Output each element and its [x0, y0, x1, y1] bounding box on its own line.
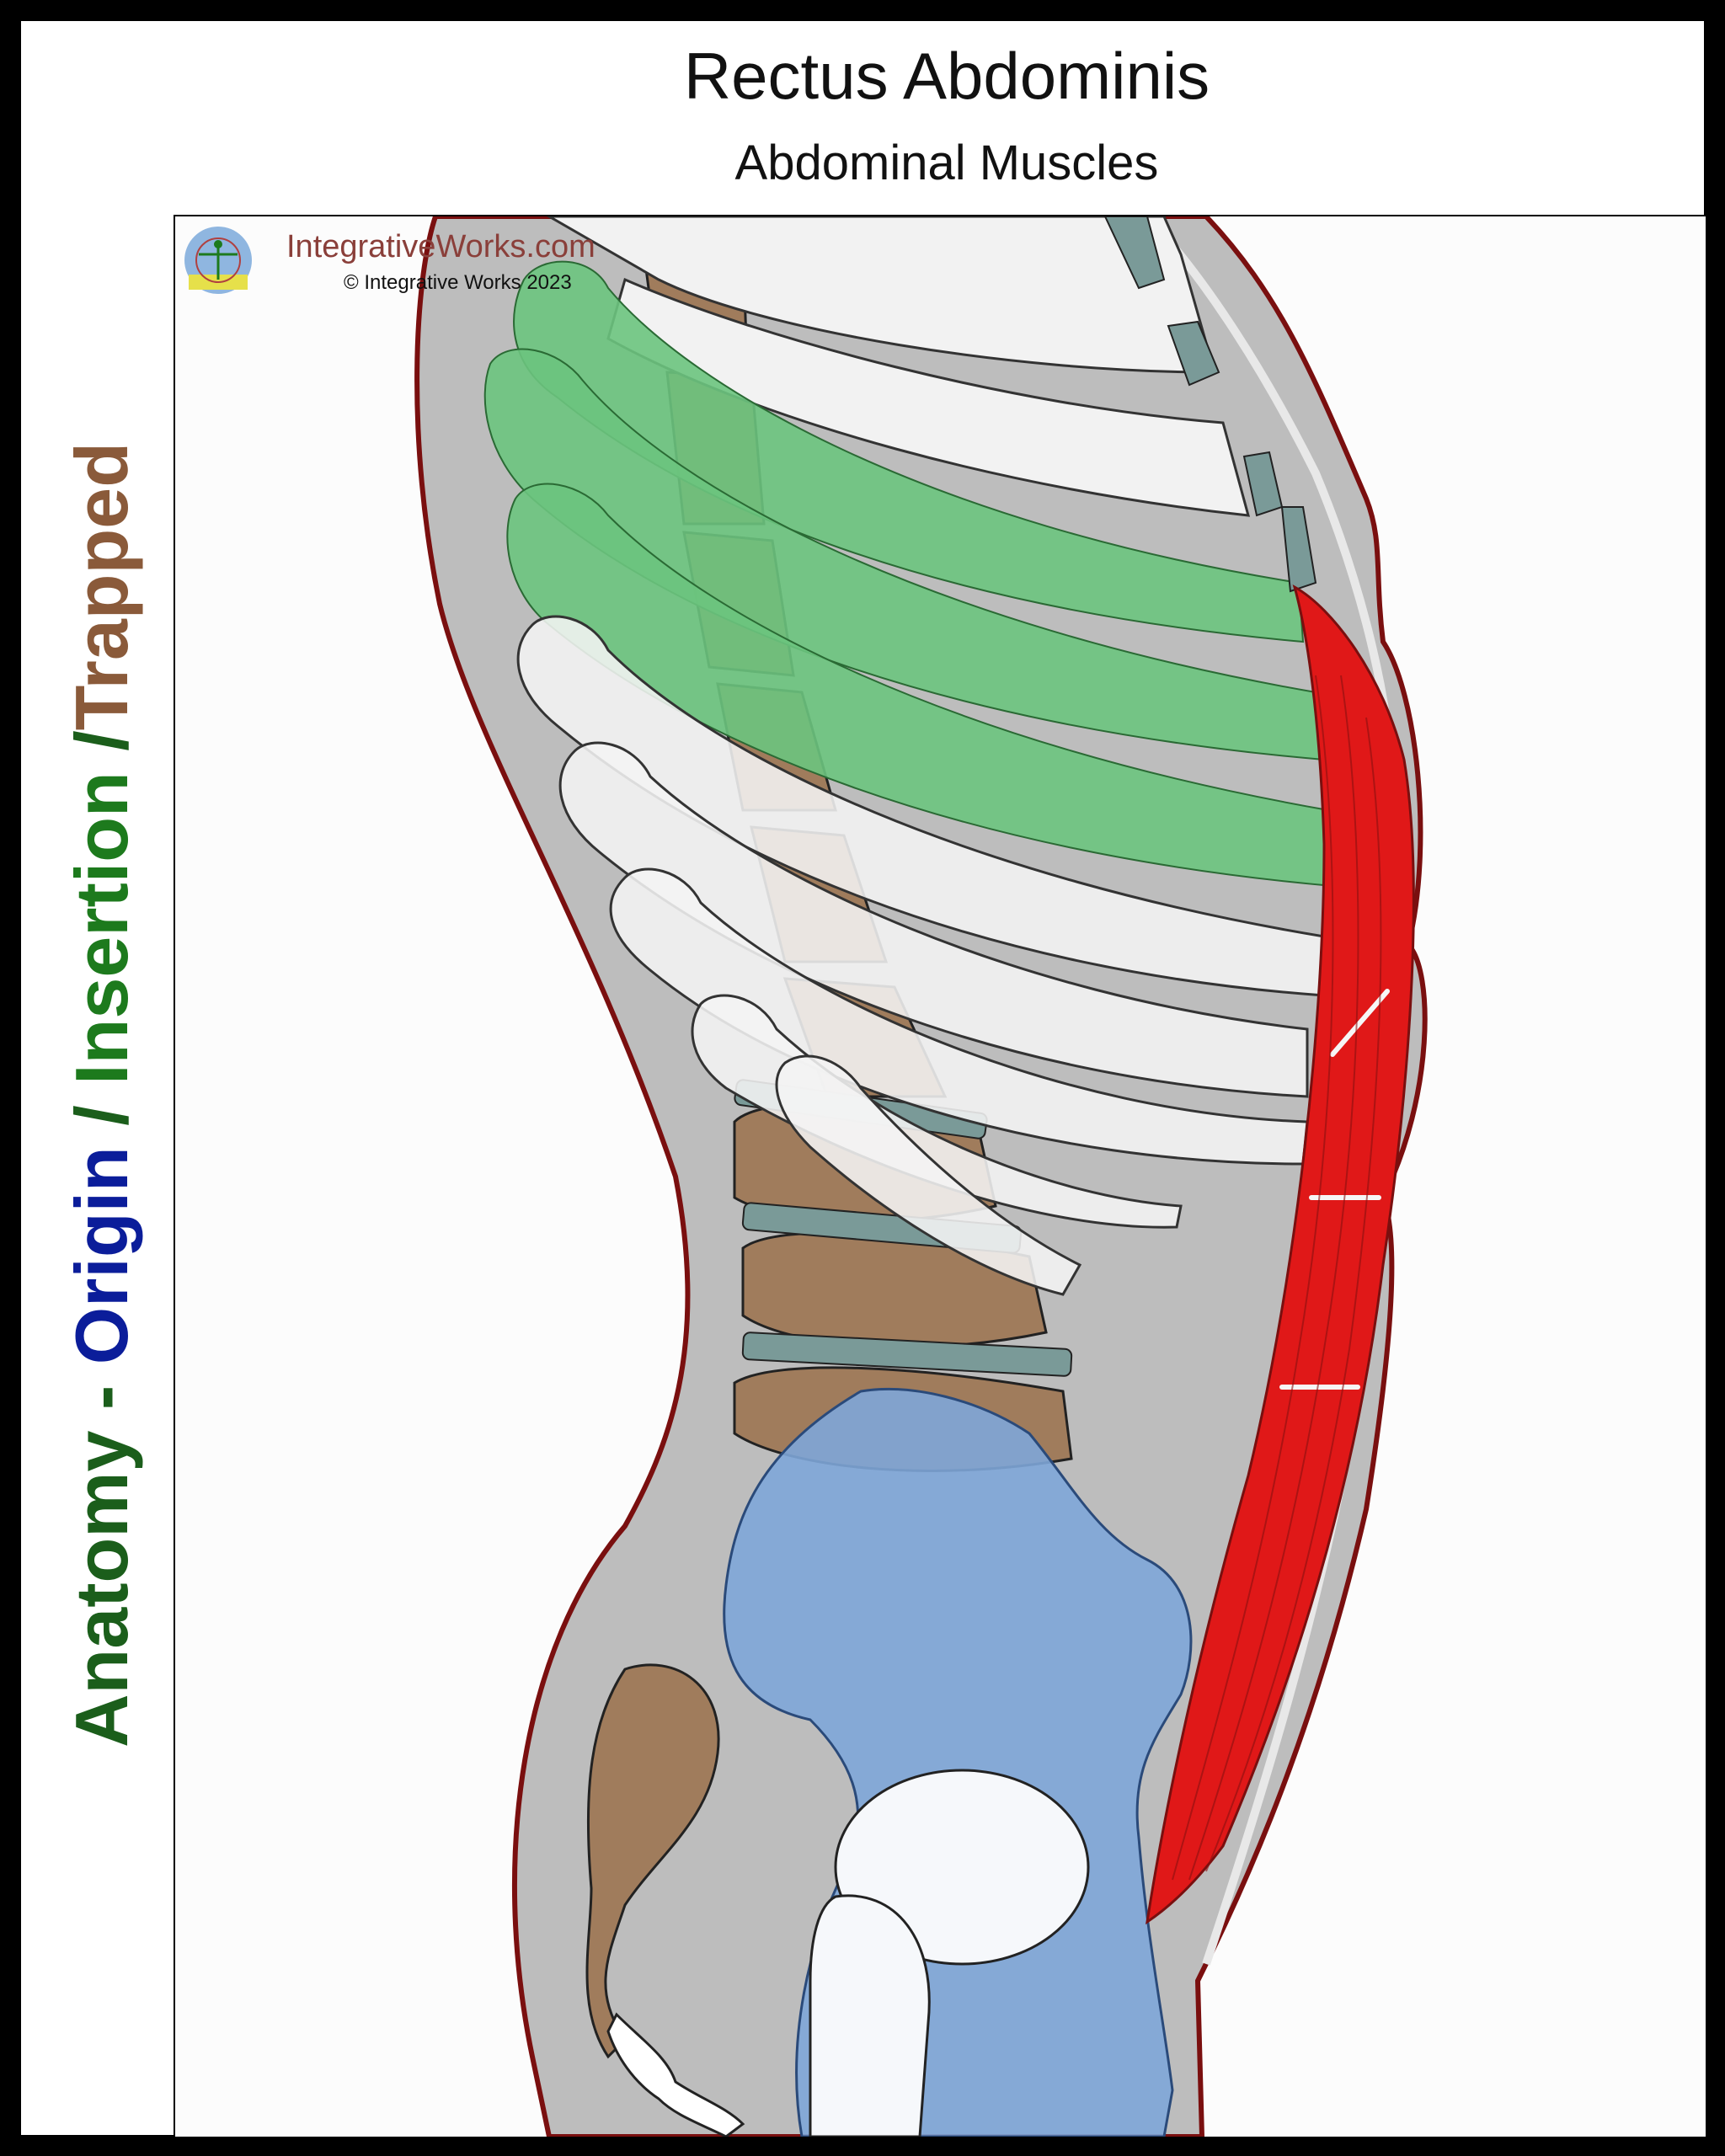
brand-copyright: © Integrative Works 2023 [344, 271, 572, 294]
page-subtitle: Abdominal Muscles [734, 136, 1159, 190]
femur [809, 1769, 1090, 2137]
page-title: Rectus Abdominis [683, 39, 1210, 113]
vitruvian-man-icon [184, 227, 252, 294]
lower-ribs [516, 615, 1326, 1296]
rectus-abdominis-muscle [1145, 584, 1415, 1925]
coccyx [606, 2012, 745, 2137]
brand-site-name: IntegrativeWorks.com [286, 229, 595, 264]
anatomy-illustration [414, 216, 1428, 2137]
legend-anatomy-text: Anatomy - [60, 1364, 143, 1748]
legend-origin-text: Origin [60, 1146, 143, 1365]
legend-separator-1: / [60, 1084, 143, 1147]
legend-insertion-text: Insertion [60, 771, 143, 1085]
legend-separator-2: / [60, 730, 143, 772]
upper-ribs [546, 216, 1251, 517]
legend-side-label: Anatomy - Origin / Insertion /Trapped [59, 442, 145, 1748]
illustration-frame [174, 215, 1706, 2137]
legend-trapped-text: Trapped [60, 442, 143, 731]
costal-cartilages [1103, 216, 1317, 593]
rectus-fibers [1172, 675, 1382, 1881]
